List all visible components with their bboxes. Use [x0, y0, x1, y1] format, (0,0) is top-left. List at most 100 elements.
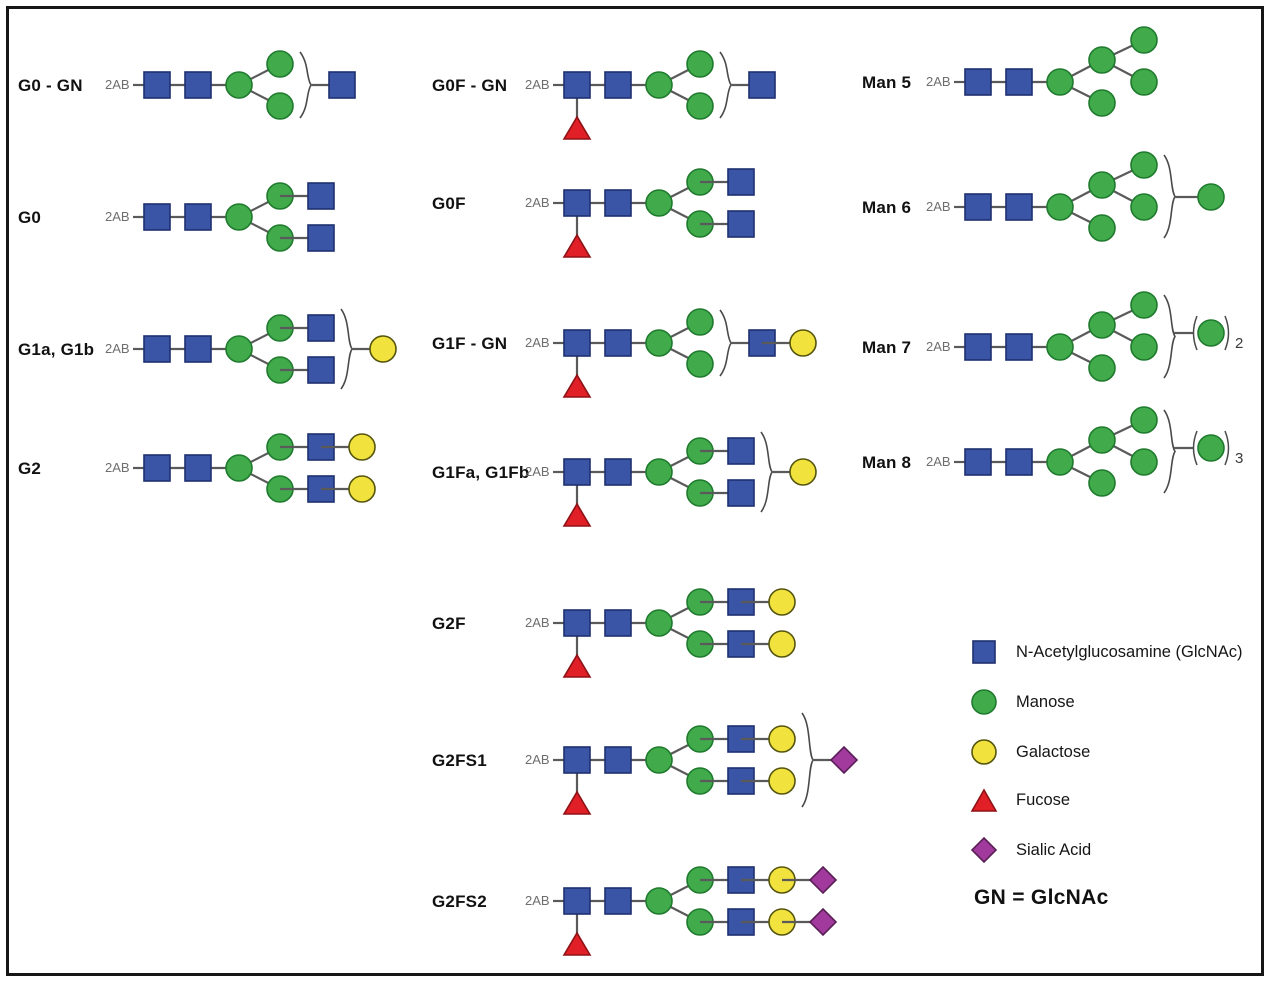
bracket: [340, 308, 353, 390]
mannose-circle: [645, 189, 673, 217]
glcnac-square: [727, 479, 755, 507]
mannose-circle: [1130, 291, 1158, 319]
mannose-circle: [1130, 26, 1158, 54]
tag-2ab: 2AB: [926, 74, 951, 89]
tag-2ab: 2AB: [926, 454, 951, 469]
structure-label: G2: [18, 459, 41, 478]
mannose-circle: [225, 203, 253, 231]
glcnac-square: [604, 458, 632, 486]
bracket: [1163, 154, 1176, 239]
mannose-circle: [686, 308, 714, 336]
mannose-circle: [645, 329, 673, 357]
galactose-circle: [768, 588, 796, 616]
structure-label: Man 5: [862, 73, 911, 92]
glcnac-square: [143, 454, 171, 482]
glcnac-square: [604, 887, 632, 915]
mannose-circle: [645, 458, 673, 486]
mannose-circle: [225, 71, 253, 99]
tag-2ab: 2AB: [105, 209, 130, 224]
mannose-circle: [1046, 333, 1074, 361]
mannose-circle: [1088, 311, 1116, 339]
tag-2ab: 2AB: [105, 77, 130, 92]
glcnac-square: [307, 314, 335, 342]
glcnac-square: [563, 329, 591, 357]
tag-2ab: 2AB: [525, 335, 550, 350]
mannose-circle-icon: [971, 689, 997, 715]
legend-item-fucose: Fucose: [970, 786, 1070, 814]
mannose-circle: [1088, 426, 1116, 454]
structure-label: Man 6: [862, 198, 911, 217]
glcnac-square: [328, 71, 356, 99]
glcnac-square: [1005, 448, 1033, 476]
mannose-circle: [686, 92, 714, 120]
legend-label: Galactose: [1016, 742, 1091, 761]
glcnac-square: [563, 609, 591, 637]
sialic-acid-diamond-icon: [970, 836, 998, 864]
glcnac-square: [184, 203, 212, 231]
mannose-circle: [645, 746, 673, 774]
mannose-circle: [1088, 171, 1116, 199]
repeat-paren-right: [1224, 315, 1230, 351]
galactose-circle: [789, 458, 817, 486]
structure-man-5: Man 5 2AB: [862, 26, 1158, 117]
structure-man-6: Man 6 2AB: [862, 151, 1225, 242]
glcnac-square: [604, 71, 632, 99]
glcnac-square: [604, 329, 632, 357]
fucose-triangle-icon: [970, 788, 998, 812]
legend: N-Acetylglucosamine (GlcNAc) Manose Gala…: [970, 638, 1266, 968]
legend-label: Sialic Acid: [1016, 840, 1092, 859]
structure-label: G1F - GN: [432, 334, 507, 353]
glcnac-square: [143, 203, 171, 231]
glcnac-square: [563, 746, 591, 774]
galactose-circle: [348, 475, 376, 503]
galactose-circle: [768, 725, 796, 753]
glcnac-square: [964, 448, 992, 476]
galactose-circle-icon: [971, 739, 997, 765]
tag-2ab: 2AB: [525, 893, 550, 908]
structure-label: G1a, G1b: [18, 340, 94, 359]
galactose-circle: [768, 630, 796, 658]
structure-label: G0: [18, 208, 41, 227]
structure-label: G2F: [432, 614, 466, 633]
galactose-circle: [348, 433, 376, 461]
mannose-circle: [1088, 214, 1116, 242]
tag-2ab: 2AB: [926, 339, 951, 354]
structure-label: G0F - GN: [432, 76, 507, 95]
mannose-circle: [1130, 193, 1158, 221]
fucose-triangle: [562, 502, 592, 527]
mannose-circle: [1046, 68, 1074, 96]
tag-2ab: 2AB: [525, 195, 550, 210]
structure-label: G0 - GN: [18, 76, 83, 95]
tag-2ab: 2AB: [926, 199, 951, 214]
repeat-paren-left: [1192, 430, 1198, 466]
tag-2ab: 2AB: [525, 464, 550, 479]
glcnac-square: [1005, 193, 1033, 221]
mannose-circle: [645, 71, 673, 99]
glcnac-square: [1005, 333, 1033, 361]
glcnac-square: [143, 71, 171, 99]
structure-label: Man 7: [862, 338, 911, 357]
glcnac-square: [727, 437, 755, 465]
tag-2ab: 2AB: [105, 341, 130, 356]
glcnac-square: [563, 887, 591, 915]
tag-2ab: 2AB: [525, 615, 550, 630]
sialic-acid-diamond: [829, 745, 859, 775]
structure-g2f: G2F 2AB: [432, 588, 796, 678]
sialic-acid-diamond: [808, 865, 838, 895]
structure-g1a-g1b: G1a, G1b 2AB: [18, 308, 397, 390]
mannose-circle: [645, 887, 673, 915]
glcnac-square: [604, 609, 632, 637]
glcnac-square: [184, 335, 212, 363]
mannose-circle: [1130, 333, 1158, 361]
legend-item-sialic-acid: Sialic Acid: [970, 836, 1091, 864]
glcnac-square: [964, 333, 992, 361]
glcnac-square: [727, 168, 755, 196]
mannose-circle: [1088, 469, 1116, 497]
bracket: [760, 431, 773, 513]
glcnac-square: [604, 746, 632, 774]
mannose-circle: [686, 350, 714, 378]
